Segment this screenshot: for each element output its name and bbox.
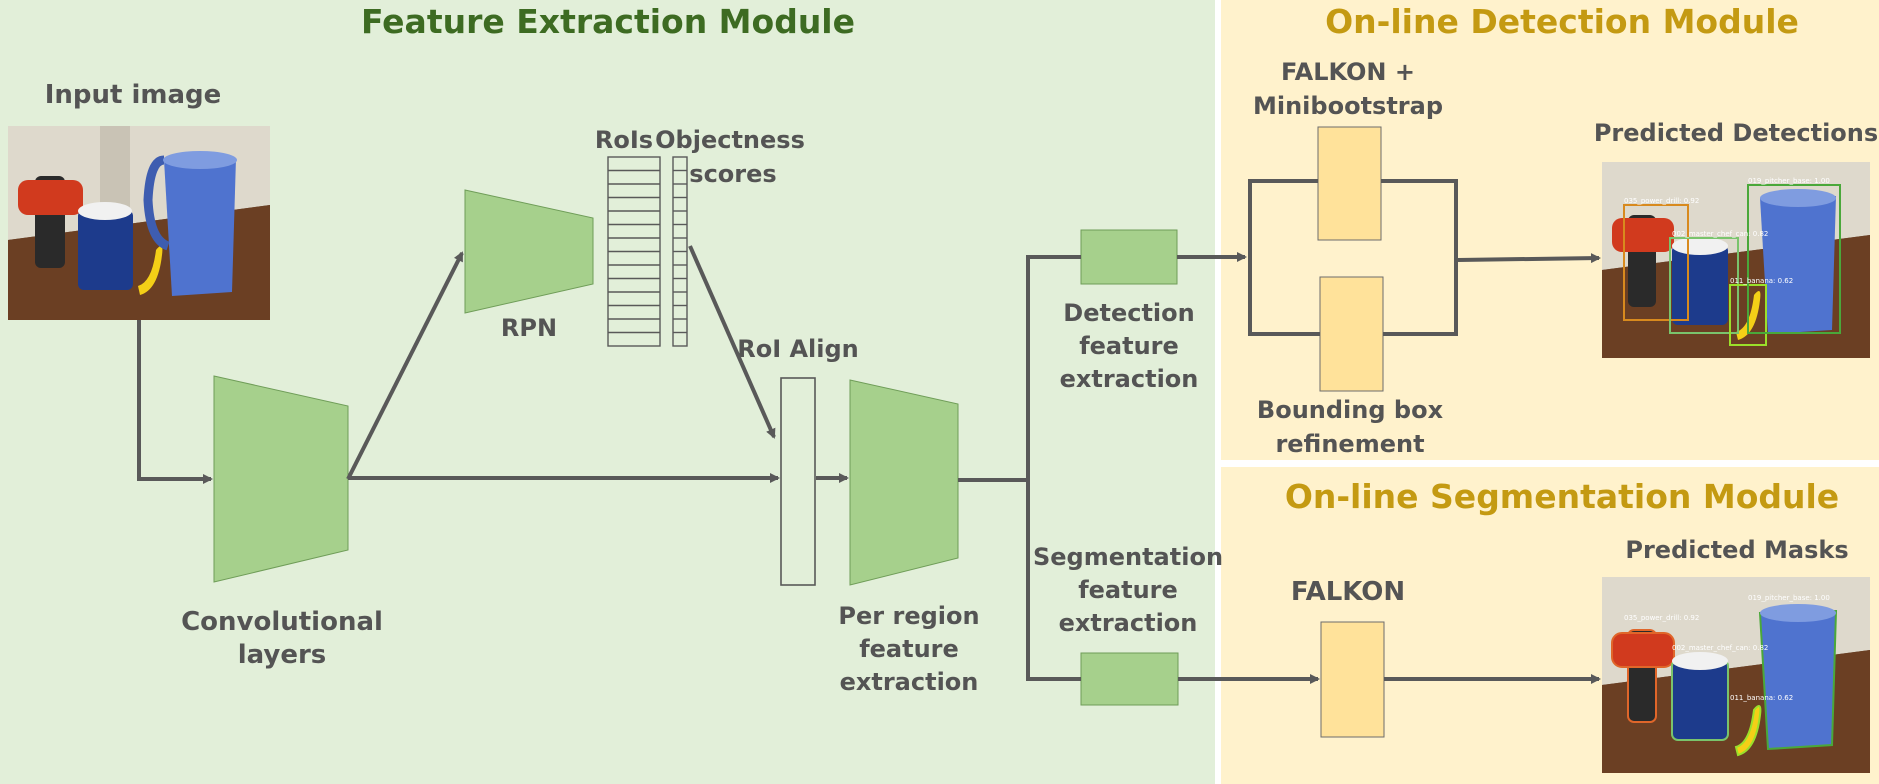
feature-extraction-panel <box>0 0 1215 784</box>
per-region-label-line2: feature <box>859 635 959 663</box>
per-region-label-line3: extraction <box>840 668 979 696</box>
detfeat-label-line2: feature <box>1079 332 1179 360</box>
conv-label-line1: Convolutional <box>181 607 383 637</box>
rois-stack <box>607 156 661 347</box>
mask-label-drill: 035_power_drill: 0.92 <box>1624 614 1699 622</box>
connectors <box>137 179 1601 684</box>
predicted-masks-label: Predicted Masks <box>1625 536 1848 564</box>
rois-label: RoIs <box>595 126 653 154</box>
falkon-minibootstrap-label-line1: FALKON + <box>1281 58 1415 86</box>
segfeat-label-line1: Segmentation <box>1033 543 1223 571</box>
convolutional-layers-block <box>213 375 349 583</box>
detection-module-title: On-line Detection Module <box>1325 2 1799 41</box>
segfeat-label-line3: extraction <box>1059 609 1198 637</box>
predicted-detections-label: Predicted Detections <box>1594 119 1878 147</box>
roi-align-block <box>780 377 816 586</box>
arrow-scores-to-roialign <box>688 245 776 439</box>
det-label-can: 002_master_chef_can: 0.82 <box>1672 230 1768 238</box>
mask-label-can: 002_master_chef_can: 0.82 <box>1672 644 1768 652</box>
predicted-detections-image: 035_power_drill: 0.92 019_pitcher_base: … <box>1602 162 1870 358</box>
bbox-label-line2: refinement <box>1275 430 1424 458</box>
feature-extraction-title: Feature Extraction Module <box>361 2 855 41</box>
objectness-label-line2: scores <box>689 160 776 188</box>
falkon-minibootstrap-label-line2: Minibootstrap <box>1253 92 1443 120</box>
segfeat-label-line2: feature <box>1078 576 1178 604</box>
per-region-label-line1: Per region <box>838 602 979 630</box>
input-image <box>8 126 270 320</box>
bbox-label-line1: Bounding box <box>1257 396 1444 424</box>
arrow-conv-to-rpn <box>346 251 464 480</box>
rpn-label: RPN <box>501 314 557 342</box>
input-image-label: Input image <box>45 80 222 110</box>
predicted-masks-image: 035_power_drill: 0.92 019_pitcher_base: … <box>1602 577 1870 773</box>
detfeat-label-line3: extraction <box>1060 365 1199 393</box>
mask-label-banana: 011_banana: 0.62 <box>1730 694 1793 702</box>
arrow-input-to-conv <box>137 320 213 484</box>
bbox-refinement-block <box>1319 276 1384 392</box>
detfeat-label-line1: Detection <box>1063 299 1194 327</box>
objectness-scores-stack <box>672 156 688 347</box>
det-label-banana: 011_banana: 0.62 <box>1730 277 1793 285</box>
mask-label-pitcher: 019_pitcher_base: 1.00 <box>1748 594 1830 602</box>
segmentation-feature-block <box>1080 652 1179 706</box>
falkon-segmentation-block <box>1320 621 1385 738</box>
det-label-pitcher: 019_pitcher_base: 1.00 <box>1748 177 1830 185</box>
rpn-block <box>464 189 594 314</box>
falkon-label: FALKON <box>1291 577 1405 607</box>
objectness-label-line1: Objectness <box>655 126 805 154</box>
arrow-to-predicted-detections <box>1457 253 1601 264</box>
detection-feature-block <box>1080 229 1178 285</box>
roi-align-label: RoI Align <box>737 335 859 363</box>
per-region-feature-block <box>849 379 959 586</box>
det-label-drill: 035_power_drill: 0.92 <box>1624 197 1699 205</box>
segmentation-module-title: On-line Segmentation Module <box>1285 477 1839 516</box>
conv-label-line2: layers <box>238 640 327 670</box>
falkon-minibootstrap-block <box>1317 126 1382 241</box>
